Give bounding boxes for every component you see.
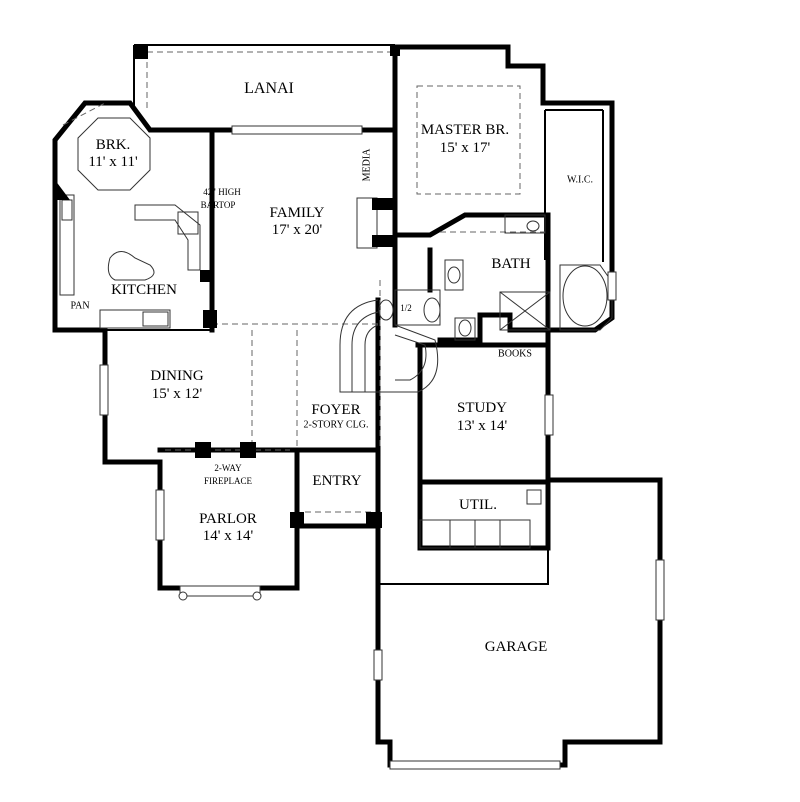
master-bedroom-size: 15' x 17' [439, 139, 491, 156]
media-label: MEDIA [361, 148, 373, 182]
kitchen-label: KITCHEN [111, 281, 177, 298]
lanai-label: LANAI [244, 80, 294, 98]
breakfast-label: BRK. [95, 136, 131, 153]
breakfast-size: 11' x 11' [88, 153, 138, 170]
master-bath-fixtures [499, 214, 613, 331]
windows [99, 125, 665, 770]
garage-label: GARAGE [484, 638, 548, 655]
utility-label: UTIL. [459, 496, 497, 513]
family-fireplace [203, 197, 395, 328]
staircase [339, 299, 439, 393]
parlor-size: 14' x 14' [202, 527, 254, 544]
lanai-outline [133, 44, 396, 128]
parlor-label: PARLOR [199, 510, 257, 527]
study-label: STUDY [456, 399, 508, 416]
walk-in-closet-label: W.I.C. [566, 174, 594, 186]
fireplace-label-line2: FIREPLACE [203, 476, 253, 487]
kitchen-fixtures [55, 180, 212, 329]
study-size: 13' x 14' [456, 417, 508, 434]
master-bedroom-label: MASTER BR. [420, 121, 510, 138]
dining-size: 15' x 12' [151, 385, 203, 402]
pantry-label: PAN [70, 300, 90, 312]
half-bath-fixtures [378, 259, 476, 341]
half-bath-label: 1/2 [400, 303, 412, 314]
family-label: FAMILY [269, 204, 325, 221]
bath-label: BATH [491, 255, 531, 272]
utility-fixtures [419, 489, 542, 549]
dining-label: DINING [150, 367, 204, 384]
foyer-label: FOYER [311, 401, 361, 418]
dashed-openings [165, 85, 545, 513]
fireplace-label-line1: 2-WAY [214, 463, 242, 474]
garage-step [378, 548, 549, 585]
breakfast-table [77, 117, 151, 191]
family-size: 17' x 20' [271, 221, 323, 238]
entry-label: ENTRY [312, 472, 362, 489]
foyer-note: 2-STORY CLG. [303, 419, 369, 431]
bartop-label-line2: BARTOP [200, 200, 236, 211]
bartop-label-line1: 42" HIGH [203, 187, 241, 198]
wall-posts [195, 46, 400, 528]
books-label: BOOKS [498, 348, 532, 360]
